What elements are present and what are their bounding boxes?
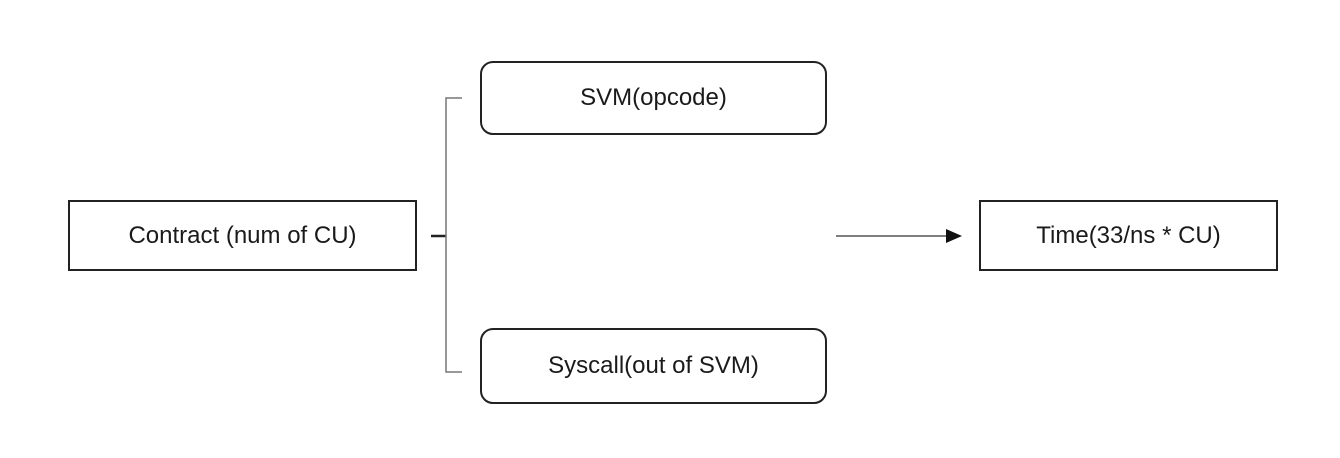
syscall-node-label: Syscall(out of SVM) [548,352,759,379]
contract-node: Contract (num of CU) [68,200,417,271]
branch-bracket [445,97,462,373]
contract-node-label: Contract (num of CU) [128,221,357,249]
svm-node-label: SVM(opcode) [580,84,727,111]
time-node: Time(33/ns * CU) [979,200,1278,271]
syscall-node: Syscall(out of SVM) [480,328,827,404]
arrowhead-icon [946,229,962,243]
svm-node: SVM(opcode) [480,61,827,135]
time-node-label: Time(33/ns * CU) [1036,221,1221,249]
